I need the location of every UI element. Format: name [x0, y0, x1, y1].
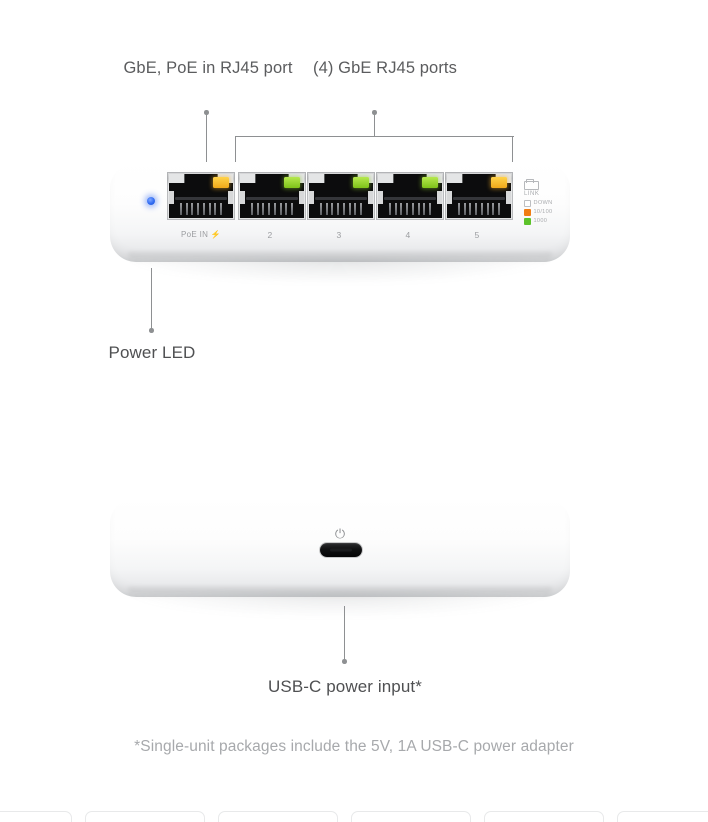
footnote-text: *Single-unit packages include the 5V, 1A… [134, 738, 574, 755]
leader-bracket-right [512, 136, 514, 166]
port-status-led-green [353, 177, 369, 188]
link-status-legend: LINK DOWN 10/100 1000 [524, 178, 568, 227]
leader-line-power-led [151, 268, 153, 330]
link-icon [524, 178, 539, 190]
jack-light-guide-right [228, 190, 233, 204]
rj45-port-5[interactable] [445, 172, 513, 220]
callout-label-usbc: USB-C power input* [268, 677, 422, 696]
jack-contact-bar [315, 196, 367, 200]
callout-label-poe-port: GbE, PoE in RJ45 port [123, 59, 293, 77]
jack-light-guide-right [506, 190, 511, 204]
rj45-jack [378, 174, 442, 218]
rj45-jack [240, 174, 304, 218]
thumbnail-card[interactable] [85, 811, 205, 822]
jack-light-guide-right [368, 190, 373, 204]
rj45-port-3[interactable] [307, 172, 375, 220]
jack-light-guide-left [169, 190, 174, 204]
jack-contact-bar [175, 196, 227, 200]
thumbnail-card[interactable] [218, 811, 338, 822]
jack-light-guide-left [378, 190, 383, 204]
jack-light-guide-right [299, 190, 304, 204]
port-label-row: PoE IN ⚡ 2 3 4 5 [167, 230, 511, 244]
rj45-jack [309, 174, 373, 218]
legend-row-1000: 1000 [524, 218, 568, 225]
jack-light-guide-right [437, 190, 442, 204]
rj45-port-bank [167, 172, 513, 220]
port-status-led-amber [213, 177, 229, 188]
legend-row-10-100: 10/100 [524, 209, 568, 216]
jack-light-guide-left [447, 190, 452, 204]
jack-light-guide-left [309, 190, 314, 204]
port-status-led-green [422, 177, 438, 188]
jack-contact-pins [179, 203, 223, 215]
device-rear-reflection [128, 592, 548, 618]
rj45-port-1[interactable] [167, 172, 235, 220]
rj45-port-4[interactable] [376, 172, 444, 220]
power-symbol-icon: ⏻ [334, 526, 346, 541]
legend-chip-10-100 [524, 209, 531, 216]
legend-label-down: DOWN [533, 200, 553, 207]
thumbnail-card[interactable] [351, 811, 471, 822]
legend-label-1000: 1000 [533, 218, 548, 225]
port-status-led-amber [491, 177, 507, 188]
leader-line-poe [206, 113, 208, 166]
jack-contact-pins [250, 203, 294, 215]
legend-row-down: DOWN [524, 200, 568, 207]
leader-dot-gbe [372, 110, 377, 115]
leader-dot-poe [204, 110, 209, 115]
jack-contact-bar [246, 196, 298, 200]
leader-bracket-top [235, 136, 514, 138]
jack-contact-pins [457, 203, 501, 215]
jack-contact-pins [388, 203, 432, 215]
thumbnail-strip [0, 811, 708, 822]
device-front-reflection [128, 258, 548, 284]
rj45-jack [447, 174, 511, 218]
jack-contact-pins [319, 203, 363, 215]
leader-dot-usbc [342, 659, 347, 664]
port-label-4: 4 [405, 230, 411, 240]
port-label-5: 5 [474, 230, 480, 240]
power-led-indicator [147, 197, 155, 205]
port-label-2: 2 [267, 230, 273, 240]
thumbnail-card[interactable] [0, 811, 72, 822]
thumbnail-card[interactable] [484, 811, 604, 822]
rj45-port-2[interactable] [238, 172, 306, 220]
thumbnail-card[interactable] [617, 811, 708, 822]
leader-line-gbe [374, 113, 376, 137]
leader-dot-power-led [149, 328, 154, 333]
port-label-3: 3 [336, 230, 342, 240]
port-label-1: PoE IN ⚡ [181, 230, 221, 239]
usb-c-port[interactable] [320, 543, 362, 557]
callout-label-gbe-ports: (4) GbE RJ45 ports [313, 59, 457, 77]
legend-label-10-100: 10/100 [533, 209, 553, 216]
leader-bracket-left [235, 136, 237, 166]
legend-chip-down [524, 200, 531, 207]
leader-line-usbc [344, 606, 346, 662]
port-status-led-green [284, 177, 300, 188]
jack-contact-bar [384, 196, 436, 200]
jack-light-guide-left [240, 190, 245, 204]
callout-label-power-led: Power LED [108, 343, 196, 362]
jack-contact-bar [453, 196, 505, 200]
legend-chip-1000 [524, 218, 531, 225]
legend-title: LINK [524, 191, 540, 197]
rj45-jack [169, 174, 233, 218]
